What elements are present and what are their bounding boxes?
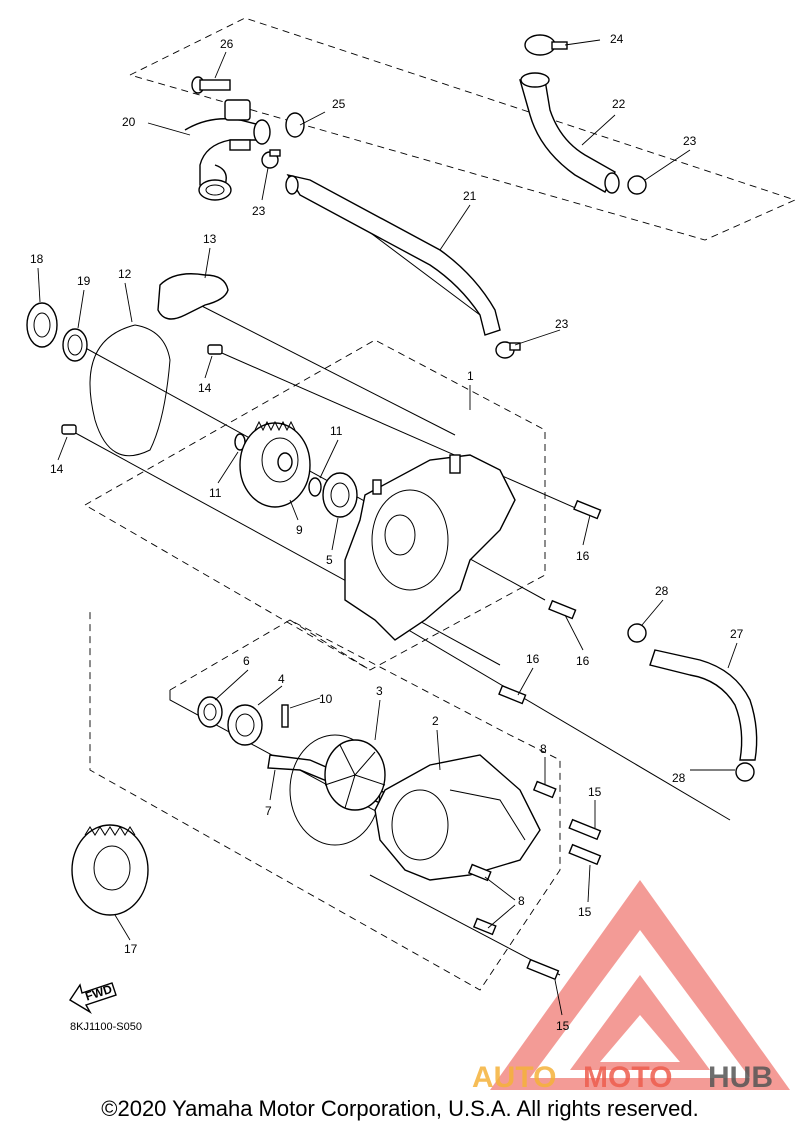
diagram-doc-id: 8KJ1100-S050	[70, 1021, 142, 1033]
callout-3: 3	[376, 684, 383, 698]
o-ring-12	[89, 324, 171, 457]
o-ring-25	[285, 112, 305, 138]
callout-26: 26	[220, 37, 234, 51]
callout-16-b: 16	[576, 654, 590, 668]
callout-27: 27	[730, 627, 744, 641]
callout-10: 10	[319, 692, 333, 706]
fwd-arrow-icon: FWD	[69, 982, 117, 1014]
hose-22	[519, 79, 616, 193]
brand-hub: HUB	[708, 1061, 773, 1094]
hose-27	[649, 649, 758, 761]
callout-20: 20	[122, 115, 136, 129]
callout-28-a: 28	[655, 584, 669, 598]
brand-moto: MOTO	[583, 1061, 672, 1094]
gasket-13	[157, 273, 229, 320]
callout-12: 12	[118, 267, 132, 281]
automotohub-watermark	[490, 880, 790, 1090]
dowel-pin-14-b	[61, 424, 77, 435]
callout-25: 25	[332, 97, 346, 111]
hose-clamp-23-b	[495, 341, 521, 359]
callout-7: 7	[265, 804, 272, 818]
hose-21	[286, 173, 501, 336]
dowel-pin-14-a	[207, 344, 223, 355]
bearing-18	[26, 302, 58, 348]
bolt-16-c	[498, 684, 527, 705]
bolt-15-c	[526, 958, 560, 981]
callout-17: 17	[124, 942, 138, 956]
hose-clamp-23-a	[261, 149, 281, 169]
bolt-15-b	[568, 843, 602, 866]
hose-clamp-24	[524, 34, 568, 56]
callout-15-a: 15	[588, 785, 602, 799]
callout-15-b: 15	[578, 905, 592, 919]
callout-23-c: 23	[683, 134, 697, 148]
callout-28-b: 28	[672, 771, 686, 785]
callout-14-a: 14	[198, 381, 212, 395]
oil-seal-6	[197, 696, 223, 728]
hose-clamp-28-b	[735, 762, 755, 782]
copyright-notice: ©2020 Yamaha Motor Corporation, U.S.A. A…	[101, 1096, 699, 1121]
callout-5: 5	[326, 553, 333, 567]
water-pipe-elbow	[184, 99, 271, 201]
leader-lines	[37, 39, 738, 1016]
callout-1: 1	[467, 369, 474, 383]
callout-11-b: 11	[330, 424, 343, 438]
callout-6: 6	[243, 654, 250, 668]
callout-18: 18	[30, 252, 44, 266]
bolt-8-a	[532, 780, 557, 799]
callout-16-a: 16	[576, 549, 590, 563]
impeller-3	[289, 734, 386, 846]
callout-numbers: 26 25 20 23 24 22 23 21 23 13 12 18 19 1…	[30, 32, 744, 1033]
hose-clamp-28-a	[627, 623, 647, 643]
hose-clamp-23-c	[627, 175, 647, 195]
bearing-5	[322, 472, 358, 518]
callout-15-c: 15	[556, 1019, 570, 1033]
callout-9: 9	[296, 523, 303, 537]
bolt-8-b	[467, 863, 492, 882]
pin-10	[281, 704, 289, 728]
circlip-19	[62, 328, 88, 362]
mechanical-seal-4	[227, 704, 263, 746]
pump-cover-1	[344, 454, 516, 641]
brand-auto: AUTO	[472, 1061, 556, 1094]
callout-13: 13	[203, 232, 217, 246]
callout-8-a: 8	[540, 742, 547, 756]
bolt-16-a	[573, 499, 602, 520]
drive-gear-17	[71, 824, 149, 916]
callout-2: 2	[432, 714, 439, 728]
callout-19: 19	[77, 274, 91, 288]
bolt-16-b	[548, 599, 577, 620]
callout-16-c: 16	[526, 652, 540, 666]
callout-24: 24	[610, 32, 624, 46]
callout-11-a: 11	[209, 486, 222, 500]
bolt-8-c	[472, 917, 497, 936]
circlip-11-b	[308, 477, 322, 497]
callout-23-b: 23	[555, 317, 569, 331]
callout-23-a: 23	[252, 204, 266, 218]
pump-housing-2	[374, 754, 541, 881]
callout-8-b: 8	[518, 894, 525, 908]
bolt-26	[191, 76, 231, 94]
callout-22: 22	[612, 97, 626, 111]
callout-4: 4	[278, 672, 285, 686]
bolt-15-a	[568, 818, 602, 841]
pump-gear-9	[239, 420, 311, 508]
callout-21: 21	[463, 189, 477, 203]
automotohub-wordmark: AUTO MOTO HUB	[472, 1061, 773, 1094]
callout-14-b: 14	[50, 462, 64, 476]
